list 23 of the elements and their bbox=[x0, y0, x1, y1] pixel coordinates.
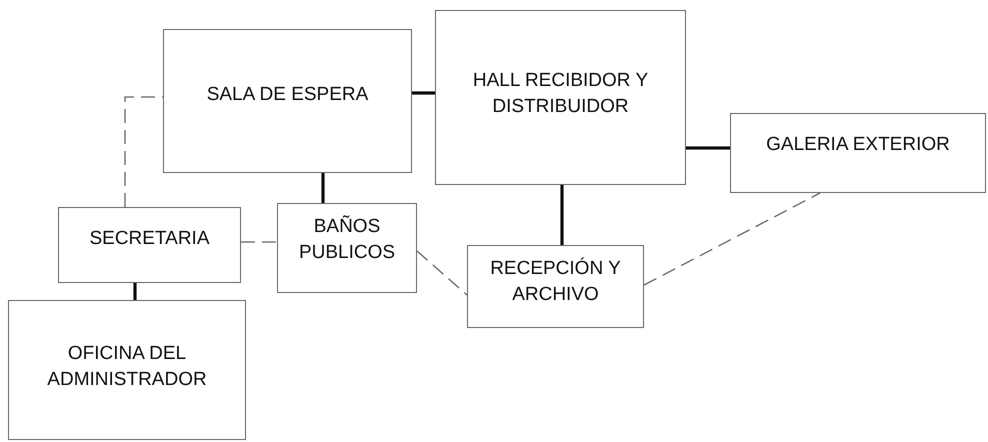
room-label: BAÑOS PUBLICOS bbox=[298, 214, 396, 265]
room-box bbox=[277, 203, 417, 293]
dashed-connector bbox=[644, 192, 820, 286]
room-box bbox=[58, 207, 241, 283]
connector-line bbox=[412, 91, 435, 95]
connector-line bbox=[133, 283, 137, 300]
room-label: OFICINA DEL ADMINISTRADOR bbox=[46, 342, 208, 392]
room-label: SECRETARIA bbox=[89, 227, 210, 251]
room-label: GALERIA EXTERIOR bbox=[766, 133, 950, 157]
room-box bbox=[8, 300, 246, 440]
room-box bbox=[467, 245, 644, 328]
connector-line bbox=[321, 173, 325, 203]
room-box bbox=[163, 29, 412, 173]
dashed-connector bbox=[416, 250, 468, 296]
dashed-connector bbox=[124, 96, 163, 207]
room-label: HALL RECIBIDOR Y DISTRIBUIDOR bbox=[472, 69, 650, 119]
room-box bbox=[730, 113, 986, 193]
connector-line bbox=[686, 146, 730, 150]
dashed-connector bbox=[241, 241, 277, 243]
room-label: RECEPCIÓN Y ARCHIVO bbox=[489, 256, 622, 307]
room-label: SALA DE ESPERA bbox=[206, 83, 368, 107]
room-box bbox=[435, 10, 686, 185]
connector-line bbox=[560, 185, 564, 245]
